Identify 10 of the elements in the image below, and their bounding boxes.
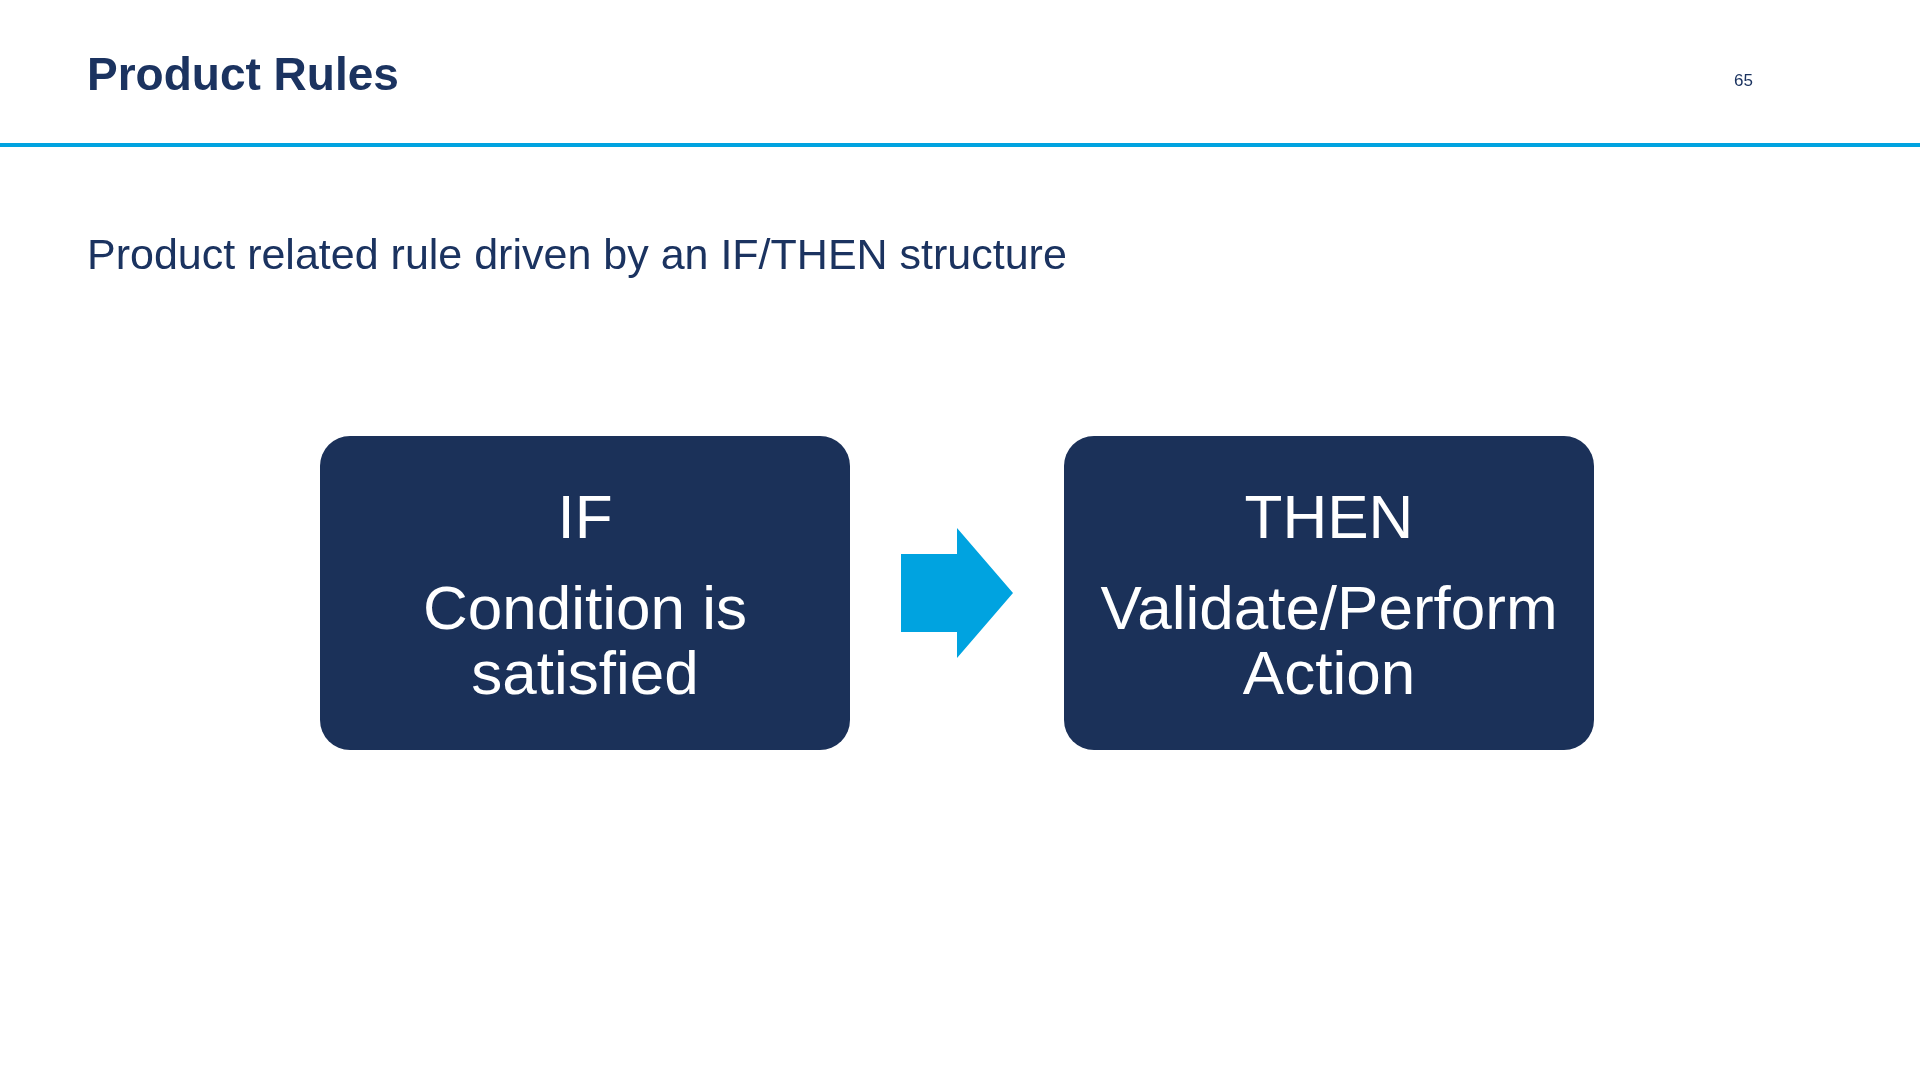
box-heading: IF [557,484,613,549]
rounded-box [1064,436,1594,750]
box-heading: THEN [1244,484,1414,549]
box-text: Condition is satisfied [422,575,748,705]
block-arrow [901,528,1013,658]
box-text: Validate/Perform Action [1099,575,1559,705]
subtitle: Product related rule driven by an IF/THEN structure [87,229,1067,280]
page-number: 65 [1734,70,1753,92]
rounded-box [320,436,850,750]
slide-title: Product Rules [87,47,399,102]
